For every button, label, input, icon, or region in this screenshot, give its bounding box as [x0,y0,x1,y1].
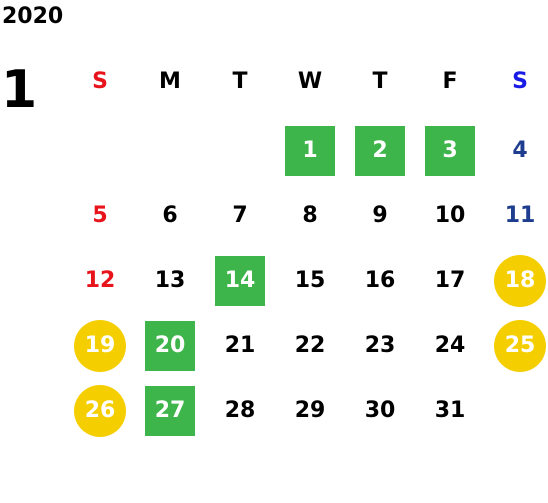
calendar-cell[interactable]: 23 [345,313,415,378]
calendar-cell[interactable]: 8 [275,183,345,248]
calendar-cell[interactable]: 15 [275,248,345,313]
calendar-cell[interactable]: 18 [485,248,548,313]
calendar-cell[interactable]: 27 [135,378,205,443]
calendar-cell[interactable]: 30 [345,378,415,443]
calendar-cell[interactable]: 28 [205,378,275,443]
calendar-cell[interactable]: 13 [135,248,205,313]
calendar-cell[interactable]: 14 [205,248,275,313]
weekday-wednesday: W [297,69,323,94]
calendar-cell[interactable]: 1 [275,118,345,183]
calendar-cell[interactable]: 16 [345,248,415,313]
calendar-cell[interactable]: 3 [415,118,485,183]
calendar-day-18[interactable]: 18 [494,254,546,307]
calendar-day-5[interactable]: 5 [92,203,108,228]
calendar-cell[interactable]: 5 [65,183,135,248]
calendar-day-25[interactable]: 25 [494,319,546,372]
calendar-cell[interactable]: 25 [485,313,548,378]
calendar-cell[interactable]: 7 [205,183,275,248]
weekday-monday: M [159,69,181,94]
calendar-day-28[interactable]: 28 [224,398,256,423]
calendar-day-12[interactable]: 12 [84,268,116,293]
calendar-year: 2020 [2,4,64,29]
calendar-cell[interactable]: 9 [345,183,415,248]
calendar-day-9[interactable]: 9 [372,203,388,228]
calendar-day-29[interactable]: 29 [294,398,326,423]
weekday-friday: F [442,69,458,94]
calendar-cell [135,118,205,183]
calendar-cell[interactable]: 2 [345,118,415,183]
weekday-header: S M T W T F S [65,62,548,102]
calendar-cell[interactable]: 31 [415,378,485,443]
weekday-thursday: T [372,69,388,94]
calendar-cell[interactable]: 11 [485,183,548,248]
calendar-day-13[interactable]: 13 [154,268,186,293]
calendar-day-8[interactable]: 8 [302,203,318,228]
weekday-tuesday: T [232,69,248,94]
calendar-day-4[interactable]: 4 [512,138,528,163]
calendar-day-19[interactable]: 19 [74,319,126,372]
calendar-day-6[interactable]: 6 [162,203,178,228]
calendar-day-15[interactable]: 15 [294,268,326,293]
calendar-day-14[interactable]: 14 [215,255,265,306]
calendar-cell[interactable]: 12 [65,248,135,313]
calendar-day-26[interactable]: 26 [74,384,126,437]
calendar-day-2[interactable]: 2 [355,125,405,176]
calendar-day-23[interactable]: 23 [364,333,396,358]
calendar-day-20[interactable]: 20 [145,320,195,371]
calendar-day-3[interactable]: 3 [425,125,475,176]
calendar-cell[interactable]: 10 [415,183,485,248]
calendar-cell[interactable]: 26 [65,378,135,443]
calendar-day-16[interactable]: 16 [364,268,396,293]
calendar-cell[interactable]: 21 [205,313,275,378]
calendar-cell[interactable]: 20 [135,313,205,378]
calendar-day-10[interactable]: 10 [434,203,466,228]
calendar-cell[interactable]: 4 [485,118,548,183]
calendar-day-1[interactable]: 1 [285,125,335,176]
calendar-day-11[interactable]: 11 [504,203,536,228]
calendar-day-30[interactable]: 30 [364,398,396,423]
calendar-day-24[interactable]: 24 [434,333,466,358]
calendar-day-31[interactable]: 31 [434,398,466,423]
calendar-cell [485,378,548,443]
calendar-day-17[interactable]: 17 [434,268,466,293]
weekday-saturday: S [512,69,528,94]
calendar-day-21[interactable]: 21 [224,333,256,358]
calendar-cell[interactable]: 24 [415,313,485,378]
calendar-day-22[interactable]: 22 [294,333,326,358]
calendar-cell [65,118,135,183]
calendar-cell[interactable]: 29 [275,378,345,443]
calendar-cell[interactable]: 6 [135,183,205,248]
weekday-sunday: S [92,69,108,94]
calendar-month: 1 [1,60,38,120]
calendar-day-27[interactable]: 27 [145,385,195,436]
calendar-day-7[interactable]: 7 [232,203,248,228]
calendar-cell [205,118,275,183]
calendar-cell[interactable]: 22 [275,313,345,378]
calendar-cell[interactable]: 17 [415,248,485,313]
calendar-cell[interactable]: 19 [65,313,135,378]
